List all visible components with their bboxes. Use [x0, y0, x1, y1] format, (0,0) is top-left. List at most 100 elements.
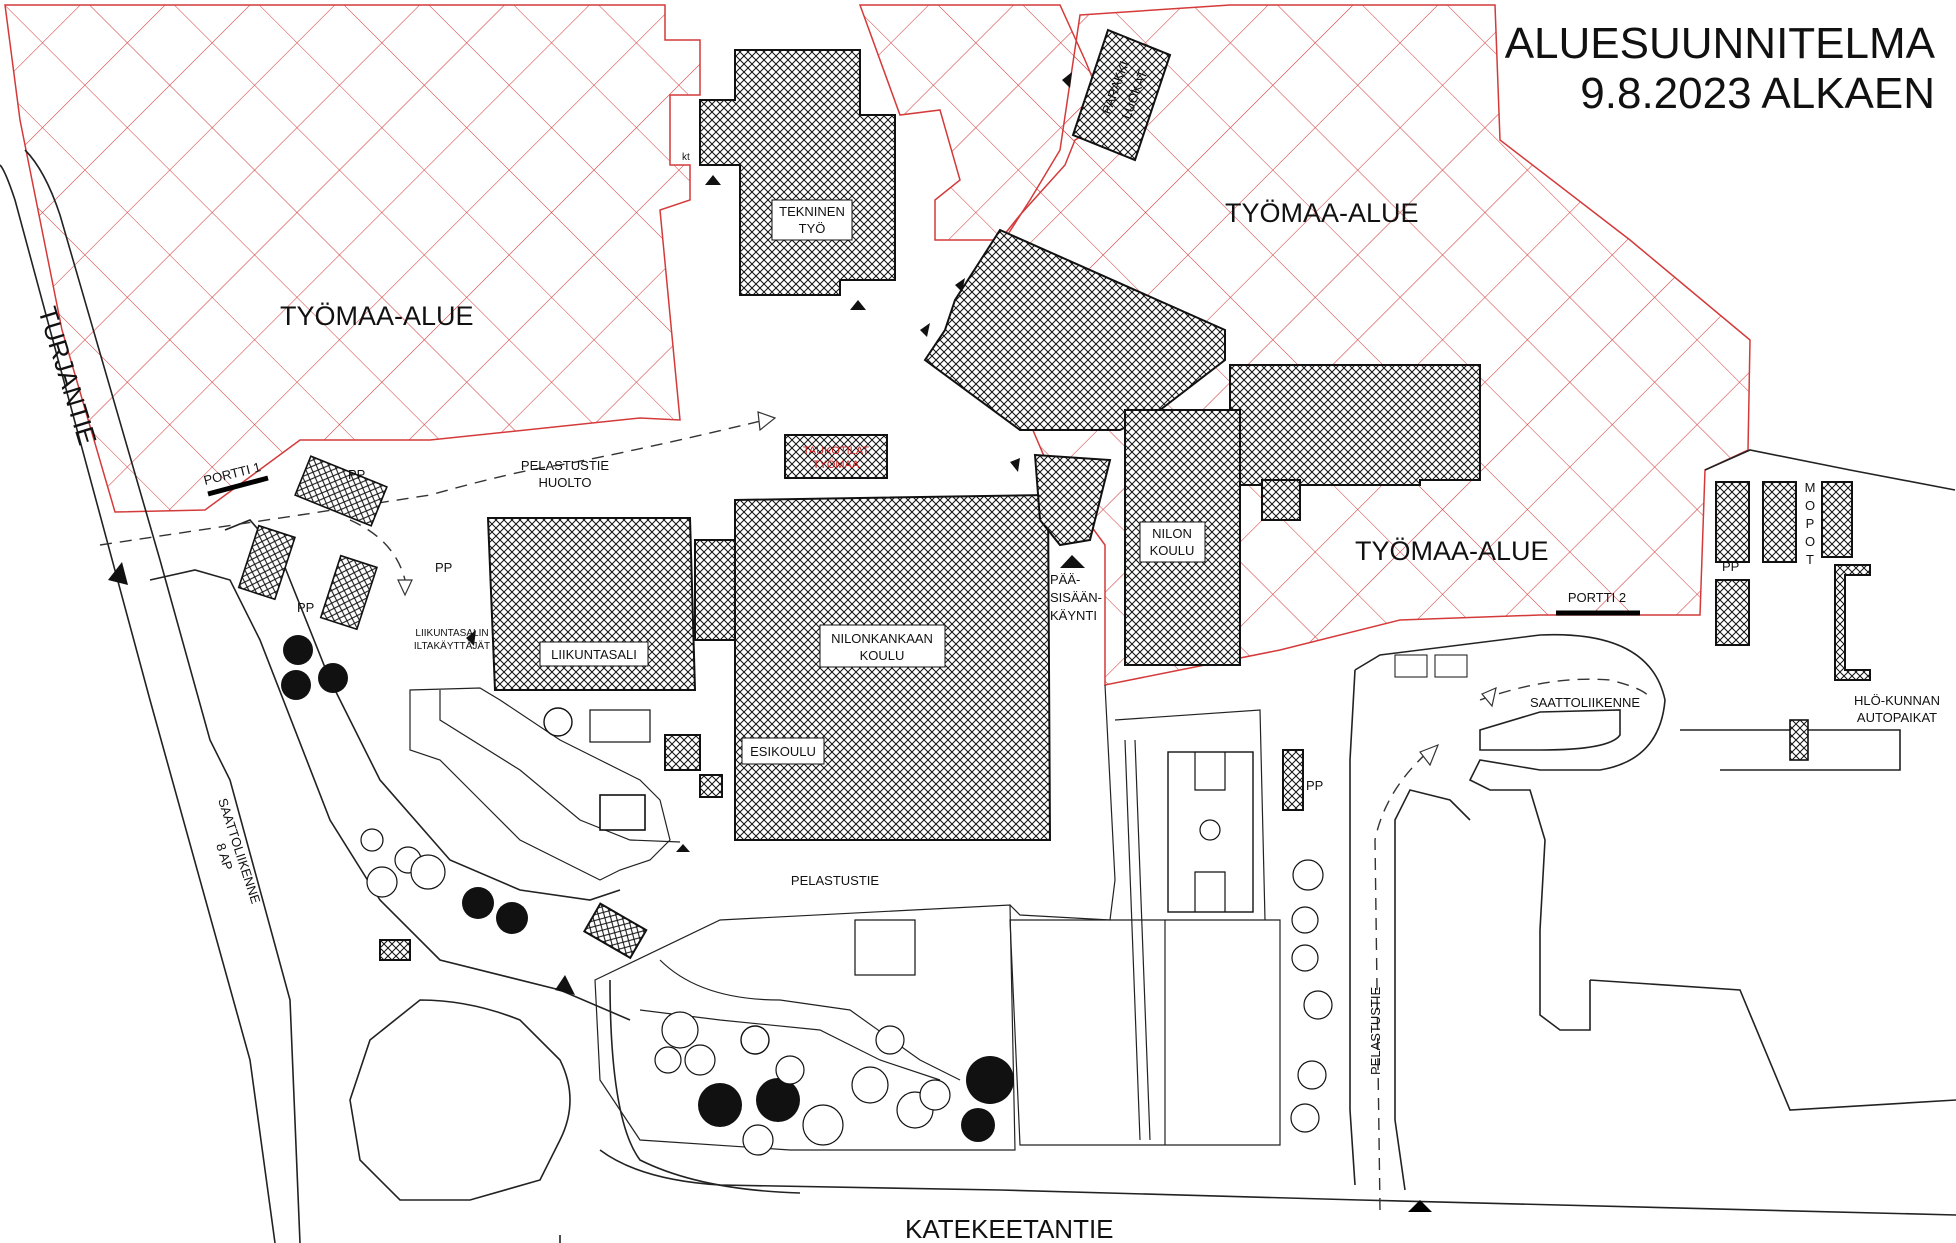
- carousel-icon: [740, 1025, 770, 1055]
- route-arrow-saatto: [1481, 686, 1497, 708]
- map-title-line2: 9.8.2023 ALKAEN: [1580, 69, 1935, 118]
- nilon-koulu-east-wing: [1229, 364, 1481, 486]
- pelastustie-huolto-label-2: HUOLTO: [539, 475, 592, 490]
- yard-wall: [439, 690, 681, 843]
- tree-icon: [318, 663, 348, 693]
- tree-icon: [961, 1108, 995, 1142]
- tree-icon: [496, 902, 528, 934]
- south-entry-marker: [555, 975, 575, 995]
- roundabout-outer: [609, 979, 801, 1194]
- nilon-koulu-label-box: [1139, 521, 1206, 563]
- climbing-frame-icon: [599, 794, 646, 831]
- sports-field-outline: [1009, 919, 1281, 1146]
- sandbox-hut: [699, 774, 723, 798]
- tekninen-label-box: [771, 199, 853, 241]
- carousel-icon: [543, 707, 573, 737]
- running-track: [1114, 709, 1266, 1141]
- saattoliikenne-label: SAATTOLIIKENNE: [1530, 695, 1640, 710]
- tree-icon: [698, 1083, 742, 1127]
- roundabout: [349, 999, 571, 1201]
- tree-icon: [410, 854, 446, 890]
- pp-east-1: [1715, 481, 1750, 563]
- kindergarten-yard: [409, 687, 671, 881]
- yard-equipment: [543, 654, 1468, 1055]
- turjantie-road-edge-right: [24, 149, 301, 1243]
- taukotilat-label-1: TAUKOTILAT: [803, 445, 869, 457]
- parking-areas: [237, 455, 1809, 761]
- mopot-letter-3: P: [1806, 516, 1815, 531]
- katekeetantie-label: KATEKEETANTIE: [905, 1214, 1114, 1243]
- zone-label-top-right: TYÖMAA-ALUE: [1225, 198, 1419, 228]
- playground-inner-path-2: [639, 1009, 941, 1081]
- tree-icon: [875, 1025, 905, 1055]
- pelastustie-huolto-arrow-route: [349, 519, 406, 581]
- pp-label-4: PP: [1306, 778, 1323, 793]
- entry-markers: [108, 72, 1085, 995]
- pp-label-1: PP: [348, 467, 365, 482]
- right-access-road-left: [1349, 669, 1356, 1186]
- tree-icon: [1303, 990, 1333, 1020]
- hlo-kunnan-label-2: AUTOPAIKAT: [1857, 710, 1937, 725]
- main-school-label-2: KOULU: [860, 648, 905, 663]
- mopot-letter-1: M: [1805, 480, 1816, 495]
- pp-box-left-2: [319, 554, 378, 631]
- nilon-entry-1: [955, 278, 965, 292]
- portti1-gate: [207, 475, 269, 497]
- center-circle: [1199, 819, 1221, 841]
- tekninen-building: [699, 49, 896, 296]
- pelastustie-right-label: PELASTUSTIE: [1368, 987, 1383, 1075]
- playground-inner-path: [659, 959, 961, 1081]
- pp-box-hlo: [1789, 719, 1809, 761]
- court-key-bottom: [1194, 871, 1226, 912]
- esikoulu-annex: [664, 734, 701, 771]
- right-access-road-right: [1394, 789, 1471, 1191]
- wheelchair-parking-2: [1434, 654, 1468, 678]
- pp-box-left-1: [237, 524, 296, 601]
- tree-icon: [1297, 1060, 1327, 1090]
- tekninen-entry-marker-2: [705, 175, 721, 185]
- route-arrow-down: [397, 579, 413, 597]
- tree-icon: [802, 1104, 844, 1146]
- liikuntasali-label: LIIKUNTASALI: [551, 647, 637, 662]
- katekeetantie-edge-top: [599, 1149, 1956, 1216]
- tekninen-entry-marker: [850, 300, 866, 310]
- map-title-line1: ALUESUUNNITELMA: [1505, 19, 1936, 68]
- main-school-label-box: [819, 624, 946, 668]
- esikoulu-label-box: [741, 737, 825, 765]
- right-pelastustie-route: [1374, 749, 1431, 1211]
- turjantie-entry-marker: [108, 562, 128, 585]
- road-network: [0, 149, 1956, 1243]
- pp-label-2: PP: [435, 560, 452, 575]
- tree-icon: [775, 1055, 805, 1085]
- tree-icon: [742, 1124, 774, 1156]
- court-key-top: [1194, 752, 1226, 791]
- parking-east-bracket: [1834, 564, 1871, 681]
- traffic-routes: [99, 411, 1651, 1212]
- liikuntasali-entry-marker: [466, 630, 476, 646]
- pp-east-4: [1715, 579, 1750, 646]
- tree-icon: [851, 1066, 889, 1104]
- nilon-koulu-annex: [1261, 479, 1301, 521]
- nilon-entry-2: [920, 323, 930, 337]
- mopot-letter-2: O: [1805, 498, 1815, 513]
- nilon-koulu-diagonal: [923, 228, 1226, 431]
- south-right-edge: [1589, 979, 1956, 1111]
- parakki-building: [1071, 28, 1172, 162]
- tree-icon: [966, 1056, 1014, 1104]
- esikoulu-entry-marker: [676, 844, 690, 852]
- nilon-koulu-label-1: NILON: [1152, 526, 1192, 541]
- pelastustie-huolto-label-1: PELASTUSTIE: [521, 458, 609, 473]
- tekninen-label-2: TYÖ: [799, 221, 826, 236]
- taukotilat-building: [784, 434, 888, 479]
- construction-zone-left: [4, 4, 701, 513]
- small-yard-hut: [582, 902, 648, 960]
- zone-label-left: TYÖMAA-ALUE: [280, 301, 474, 331]
- mopot-letter-4: O: [1805, 534, 1815, 549]
- tree-icon: [1291, 944, 1319, 972]
- iltakayttajat-label-2: ILTAKÄYTTÄJÄT: [414, 640, 490, 652]
- tree-icon: [1290, 1103, 1320, 1133]
- pp-east-3: [1821, 481, 1853, 558]
- playground-boundary: [594, 904, 1016, 1151]
- tekninen-label-1: TEKNINEN: [779, 204, 845, 219]
